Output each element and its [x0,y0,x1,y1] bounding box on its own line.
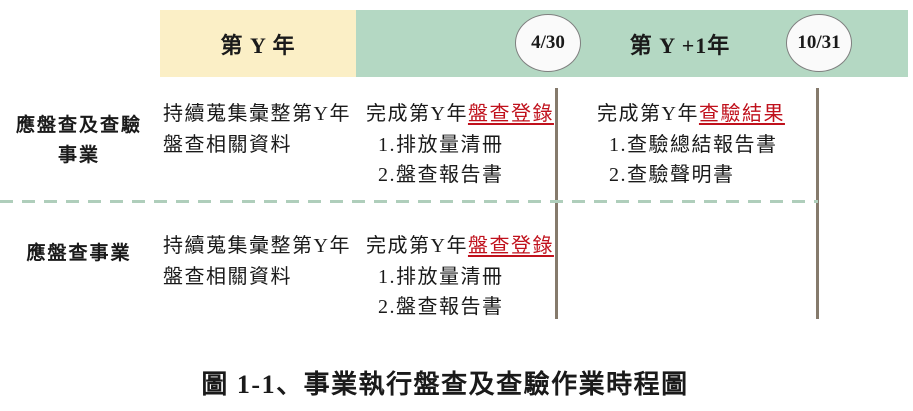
verification-item: 2.查驗聲明書 [609,164,735,186]
row-divider-dashed-line [0,200,818,204]
verification-item: 1.查驗總結報告書 [609,133,778,156]
row2-prepare-cell: 持續蒐集彙整第Y年 盤查相關資料 [163,231,351,292]
registration-lead: 完成第Y年 [366,235,468,257]
registration-item: 1.排放量清冊 [378,133,504,156]
milestone-430-badge: 4/30 [515,14,581,72]
milestone-1031-line [816,88,819,319]
verification-lead: 完成第Y年 [597,103,699,125]
milestone-1031-label: 10/31 [797,32,841,53]
prepare-line: 持續蒐集彙整第Y年 [163,235,351,257]
registration-title: 完成第Y年盤查登錄 [366,231,554,262]
registration-highlight: 盤查登錄 [467,103,554,125]
row1-label-line2: 事業 [57,145,100,166]
prepare-line: 盤查相關資料 [163,133,292,156]
year-y-band: 第 Y 年 [160,10,356,77]
year-y-label: 第 Y 年 [220,32,296,58]
year-y1-label-wrap: 第 Y +1年 [600,10,760,77]
registration-lead: 完成第Y年 [366,103,468,125]
row2-label-line1: 應盤查事業 [26,243,132,264]
verification-title: 完成第Y年查驗結果 [597,99,785,130]
registration-item: 1.排放量清冊 [378,265,504,288]
prepare-line: 盤查相關資料 [163,265,292,288]
registration-item: 2.盤查報告書 [378,296,504,318]
verification-highlight: 查驗結果 [698,103,785,125]
prepare-line: 持續蒐集彙整第Y年 [163,103,351,125]
registration-title: 完成第Y年盤查登錄 [366,99,554,130]
row1-prepare-cell: 持續蒐集彙整第Y年 盤查相關資料 [163,99,351,160]
row2-label: 應盤查事業 [0,239,158,269]
milestone-430-label: 4/30 [531,32,565,53]
registration-item: 2.盤查報告書 [378,164,504,186]
row2-registration-cell: 完成第Y年盤查登錄 1.排放量清冊 2.盤查報告書 [366,231,554,323]
milestone-430-line [555,88,558,319]
year-y1-label: 第 Y +1年 [629,32,731,58]
registration-highlight: 盤查登錄 [467,235,554,257]
figure-caption: 圖 1-1、事業執行盤查及查驗作業時程圖 [201,370,689,399]
row1-verification-cell: 完成第Y年查驗結果 1.查驗總結報告書 2.查驗聲明書 [597,99,785,191]
milestone-1031-badge: 10/31 [786,14,852,72]
row1-label: 應盤查及查驗 事業 [0,111,158,171]
row1-label-line1: 應盤查及查驗 [15,115,142,136]
row1-registration-cell: 完成第Y年盤查登錄 1.排放量清冊 2.盤查報告書 [366,99,554,191]
